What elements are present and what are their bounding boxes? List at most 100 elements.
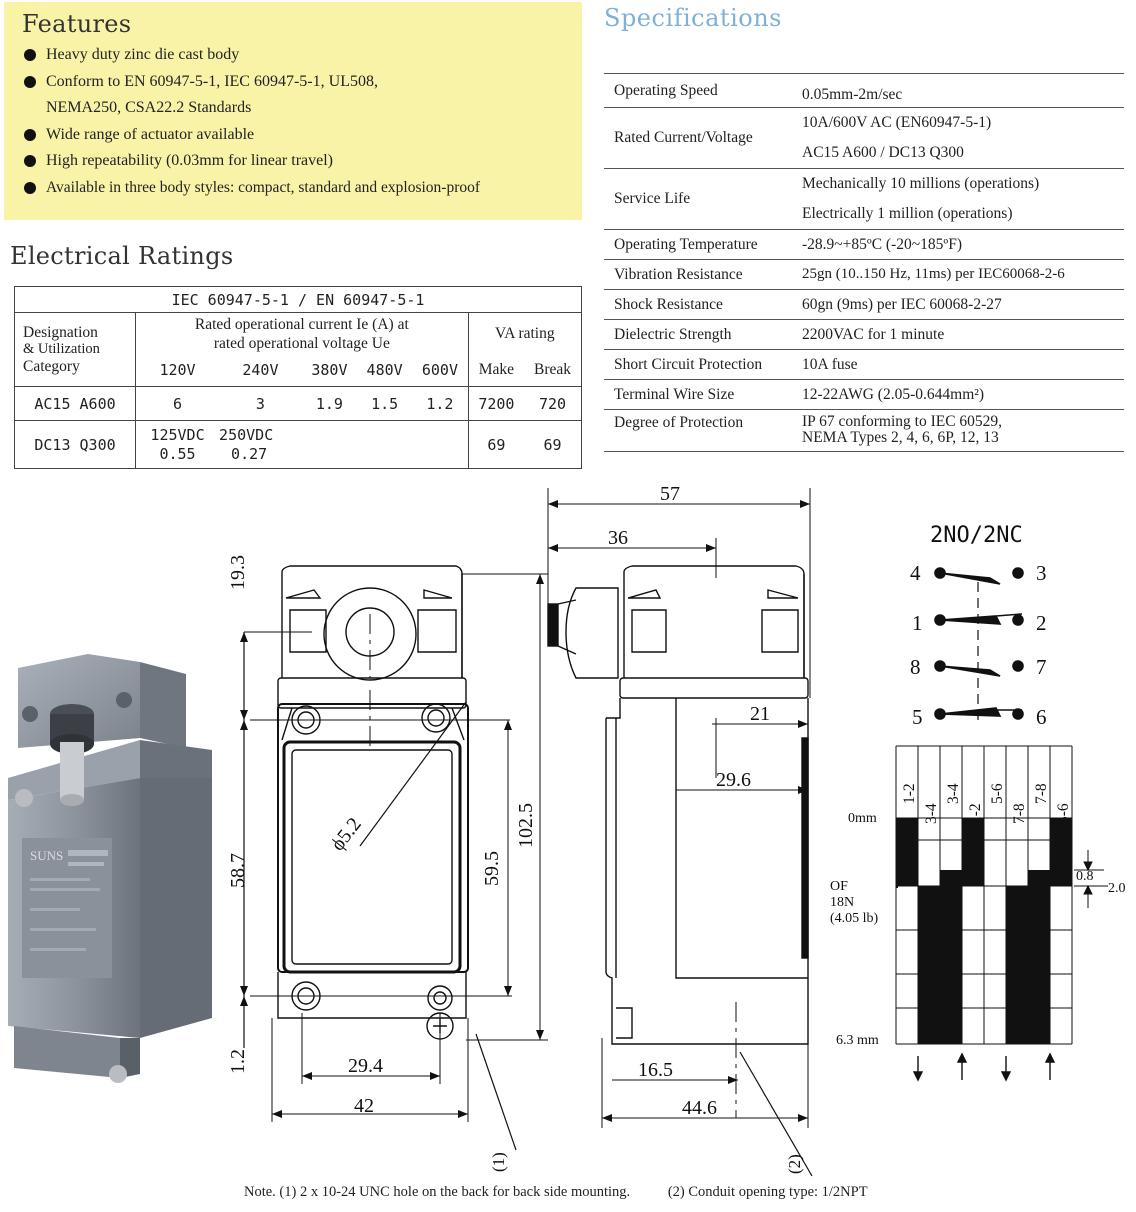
side-view: [547, 565, 809, 1045]
terminal-label: 5: [912, 705, 923, 729]
voltage-header: 600V: [412, 354, 469, 387]
front-arrows: [240, 574, 544, 1118]
note-2: (2) Conduit opening type: 1/2NPT: [667, 1184, 868, 1200]
timing-column-label: 3-4: [945, 783, 962, 804]
voltage-header: 480V: [357, 354, 413, 387]
make-cell: 7200: [467, 386, 525, 421]
front-dimension-lines: [243, 573, 548, 1151]
current-cell: 1.5: [357, 386, 413, 421]
voltage-header: 380V: [301, 354, 358, 387]
terminal-label: 7: [1036, 655, 1047, 679]
dim-58-7: 58.7: [227, 853, 249, 888]
contact-diagram: 2NO/2NC 4 3 1 2 8 7 5 6: [910, 523, 1047, 729]
bullet-icon: [24, 75, 36, 88]
bullet-icon: [24, 128, 36, 141]
terminal-label: 2: [1036, 611, 1047, 635]
product-photo-label: SUNS: [30, 848, 63, 863]
current-cell: 1.9: [301, 386, 358, 421]
current-cell: 1.2: [412, 386, 469, 421]
break-header: Break: [524, 354, 583, 387]
electrical-ratings-title: Electrical Ratings: [10, 242, 234, 270]
drawing-note: Note. (1) 2 x 10-24 UNC hole on the back…: [244, 1184, 902, 1201]
dim-42: 42: [354, 1095, 374, 1117]
features-list: Heavy duty zinc die cast body Conform to…: [24, 42, 580, 201]
side-dimension-lines: [547, 488, 813, 1177]
standard-header: IEC 60947-5-1 / EN 60947-5-1: [14, 286, 582, 313]
timing-column-label: 1-2: [901, 783, 918, 804]
timing-column-label: 7-8: [1033, 783, 1050, 804]
voltage-header: 120V: [135, 354, 220, 387]
timing-column-label: 7-8: [1011, 803, 1028, 824]
label-6-3mm: 6.3 mm: [836, 1033, 879, 1048]
terminal-label: 3: [1036, 561, 1047, 585]
break-cell: 69: [524, 420, 583, 469]
dim-36: 36: [608, 527, 628, 549]
make-header: Make: [467, 354, 525, 387]
feature-item: Wide range of actuator available: [24, 122, 580, 149]
callout-1: (1): [489, 1152, 508, 1172]
electrical-ratings-table: IEC 60947-5-1 / EN 60947-5-1 Designation…: [14, 286, 583, 469]
dim-29-4: 29.4: [348, 1055, 383, 1077]
break-cell: 720: [524, 386, 583, 421]
voltage-header: 240V: [219, 354, 302, 387]
tick-0-8: 0.8: [1076, 869, 1094, 884]
category-cell: AC15 A600: [14, 386, 136, 421]
specifications-title: Specifications: [604, 4, 782, 32]
bullet-icon: [24, 49, 36, 61]
va-rating-header: VA rating: [467, 312, 583, 355]
current-cell: 6: [135, 386, 220, 421]
dim-19-3: 19.3: [227, 555, 249, 590]
contact-title: 2NO/2NC: [930, 523, 1023, 548]
terminal-label: 8: [910, 655, 921, 679]
dim-1-2: 1.2: [227, 1049, 249, 1074]
spec-row: Operating Temperature-28.9~+85ºC (-20~18…: [604, 229, 1124, 260]
terminal-label: 4: [910, 561, 921, 585]
side-arrows: [548, 500, 810, 1122]
timing-column-label: 5-6: [1055, 803, 1072, 824]
timing-chart: 1-2 3-4 3-4 1-2 5-6 7-8 7-8 5-6 0mm OF 1…: [830, 745, 1126, 1082]
rated-current-header: Rated operational current Ie (A) at rate…: [135, 312, 469, 355]
timing-column-label: 3-4: [923, 803, 940, 824]
dim-59-5: 59.5: [481, 851, 503, 886]
label-of: OF: [830, 879, 848, 894]
dim-16-5: 16.5: [638, 1059, 673, 1081]
make-cell: 69: [467, 420, 525, 469]
timing-column-label: 1-2: [967, 803, 984, 824]
label-0mm: 0mm: [848, 811, 877, 826]
terminal-label: 6: [1036, 705, 1047, 729]
terminal-label: 1: [912, 611, 923, 635]
dim-44-6: 44.6: [682, 1097, 717, 1119]
dimension-drawing: SUNS: [8, 483, 1126, 1177]
timing-column-label: 5-6: [989, 783, 1006, 804]
feature-item: Conform to EN 60947-5-1, IEC 60947-5-1, …: [24, 69, 580, 96]
dim-102-5: 102.5: [515, 803, 537, 848]
product-photo: SUNS: [8, 654, 212, 1083]
note-1: Note. (1) 2 x 10-24 UNC hole on the back…: [244, 1184, 631, 1200]
feature-item: High repeatability (0.03mm for linear tr…: [24, 148, 580, 175]
label-force: 18N: [830, 895, 854, 910]
dim-phi-5-2: ϕ5.2: [327, 814, 366, 856]
callout-2: (2): [785, 1154, 804, 1174]
feature-item: Available in three body styles: compact,…: [24, 175, 580, 202]
features-panel: Features Heavy duty zinc die cast body C…: [4, 2, 582, 220]
feature-item: NEMA250, CSA22.2 Standards: [46, 99, 252, 116]
feature-item: Heavy duty zinc die cast body: [24, 42, 580, 69]
features-title: Features: [22, 10, 132, 38]
dim-21: 21: [750, 703, 770, 725]
dimension-labels: 57 36 21 29.6 16.5 44.6 29.4 42 19.3 58.…: [227, 483, 804, 1174]
designation-header: Designation & Utilization Category: [14, 312, 136, 387]
timing-arrows: [912, 1052, 1056, 1082]
bullet-icon: [24, 181, 36, 194]
tick-2-0: 2.0: [1108, 881, 1126, 896]
